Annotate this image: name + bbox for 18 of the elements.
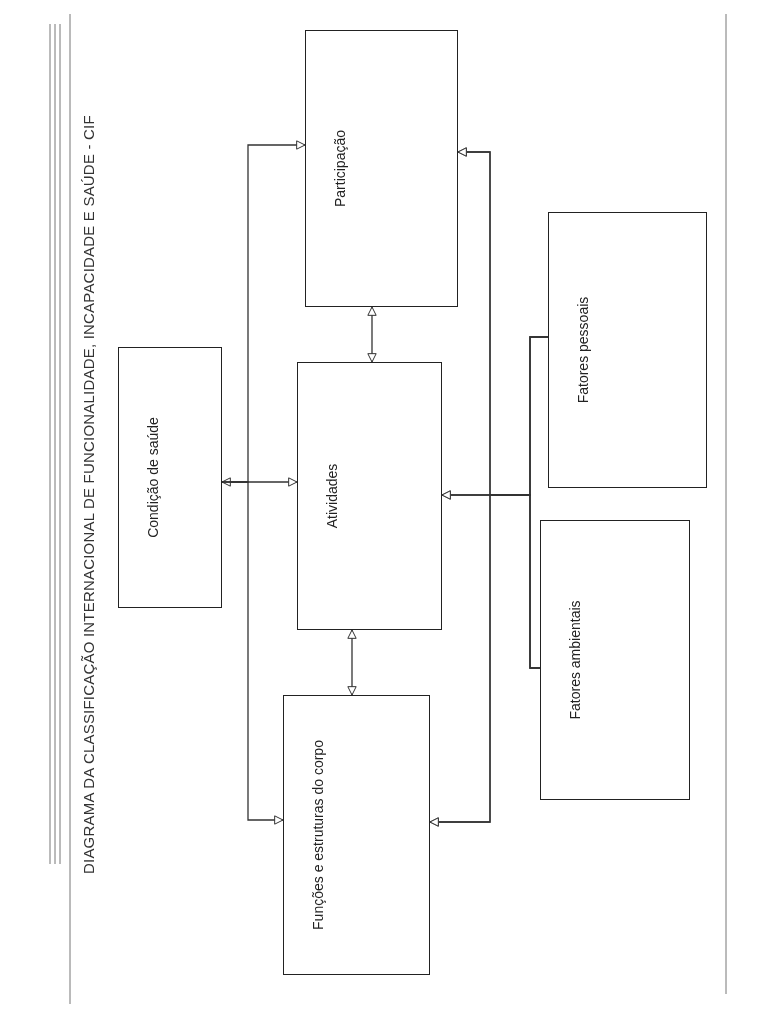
connector-arrow bbox=[221, 477, 298, 487]
box-label: Atividades bbox=[324, 462, 340, 531]
box-label: Fatores ambientais bbox=[567, 599, 583, 722]
process-box bbox=[548, 212, 707, 488]
diagram-title: DIAGRAMA DA CLASSIFICAÇÃO INTERNACIONAL DE FUNCIONALIDADE, INCAPACIDADE E SAÚDE - CIF bbox=[80, 115, 97, 874]
box-label: Funções e estruturas do corpo bbox=[310, 739, 326, 932]
box-label: Condição de saúde bbox=[145, 416, 161, 540]
process-box bbox=[297, 362, 442, 630]
process-box bbox=[118, 347, 222, 608]
connector-arrow bbox=[347, 629, 357, 696]
connector-arrow bbox=[221, 481, 284, 825]
box-label: Participação bbox=[332, 129, 348, 210]
connector-arrow bbox=[367, 306, 377, 363]
process-box bbox=[283, 695, 430, 975]
box-label: Fatores pessoais bbox=[575, 295, 591, 406]
process-box bbox=[305, 30, 458, 307]
process-box bbox=[540, 520, 690, 800]
connector-arrow bbox=[429, 494, 541, 827]
